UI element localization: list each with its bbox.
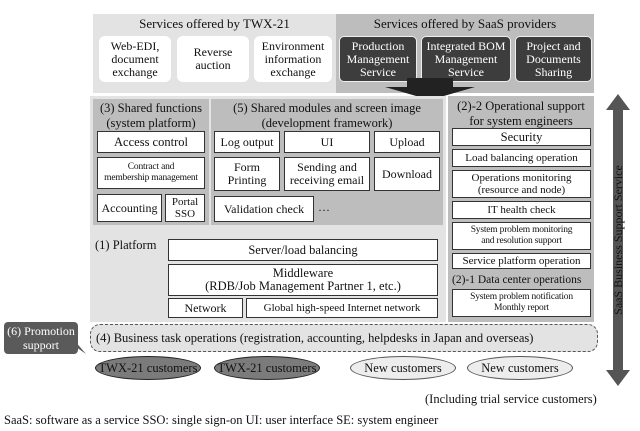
saas-service-production: Production Management Service (339, 36, 417, 82)
vertical-double-arrow-icon (606, 94, 630, 386)
server-load-balancing-box: Server/load balancing (168, 239, 438, 261)
promotion-pointer-icon (66, 340, 86, 354)
module-ui: UI (284, 131, 370, 153)
module-download: Download (374, 157, 440, 191)
network-box: Network (168, 298, 243, 318)
promotion-support-box: (6) Promotion support (4, 322, 78, 354)
customer-oval-twx-2: TWX-21 customers (214, 356, 320, 380)
ops-platform-operation-box: Service platform operation (452, 253, 591, 269)
twx-service-reverse-auction: Reverse auction (177, 36, 249, 82)
module-ellipsis: ··· (318, 203, 330, 217)
customer-oval-new-1: New customers (350, 356, 456, 380)
dc-notification-box: System problem notification Monthly repo… (452, 289, 591, 317)
ops-health-check-box: IT health check (452, 201, 591, 219)
ops-monitoring-box: Operations monitoring (resource and node… (452, 170, 591, 198)
contract-membership-box: Contract and membership management (97, 157, 205, 189)
shared-functions-title: (3) Shared functions (system platform) (99, 101, 203, 130)
twx-services-title: Services offered by TWX-21 (139, 16, 290, 31)
operational-support-title: (2)-2 Operational support for system eng… (457, 99, 585, 128)
customer-oval-new-2: New customers (467, 356, 573, 380)
access-control-box: Access control (97, 131, 205, 153)
ops-security-box: Security (452, 128, 591, 146)
module-log-output: Log output (214, 131, 280, 153)
trial-customers-note: (Including trial service customers) (425, 392, 597, 406)
twx-service-environment-info: Environment information exchange (254, 36, 332, 82)
module-upload: Upload (374, 131, 440, 153)
saas-service-bom: Integrated BOM Management Service (421, 36, 511, 82)
module-form-printing: Form Printing (214, 157, 280, 191)
platform-title: (1) Platform (95, 238, 157, 252)
middleware-box: Middleware (RDB/Job Management Partner 1… (168, 264, 438, 296)
side-label: SaaS Business Support Service (611, 165, 625, 315)
ops-problem-monitoring-box: System problem monitoring and resolution… (452, 222, 591, 250)
saas-service-documents: Project and Documents Sharing (515, 36, 592, 82)
footnote: SaaS: software as a service SSO: single … (4, 413, 439, 427)
twx-service-web-edi: Web-EDI, document exchange (99, 36, 171, 82)
customer-oval-twx-1: TWX-21 customers (95, 356, 201, 380)
business-ops-panel (90, 324, 598, 352)
accounting-box: Accounting (97, 194, 162, 222)
portal-sso-box: Portal SSO (165, 194, 205, 222)
ops-load-balancing-box: Load balancing operation (452, 149, 591, 167)
global-network-box: Global high-speed Internet network (246, 298, 438, 318)
business-ops-label: (4) Business task operations (registrati… (96, 331, 534, 345)
module-validation-check: Validation check (214, 196, 314, 222)
saas-services-title: Services offered by SaaS providers (373, 16, 557, 31)
data-center-title: (2)-1 Data center operations (452, 274, 582, 286)
down-arrow-icon (385, 78, 475, 100)
module-email: Sending and receiving email (284, 157, 370, 191)
shared-modules-title: (5) Shared modules and screen image (dev… (233, 101, 421, 130)
